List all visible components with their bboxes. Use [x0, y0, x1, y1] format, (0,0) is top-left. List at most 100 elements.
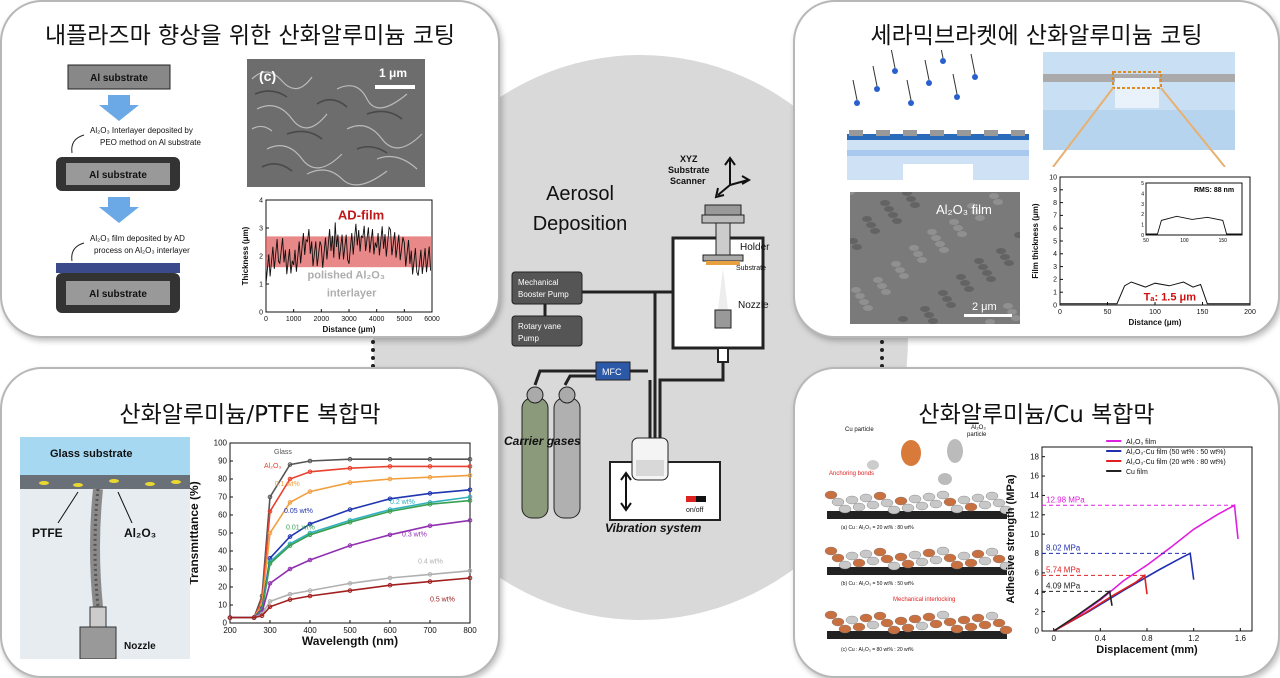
series-marker: [467, 487, 473, 493]
y-tick-label: 40: [218, 547, 227, 556]
grain: [917, 257, 927, 263]
peak-label: 5.74 MPa: [1046, 565, 1081, 574]
grain: [852, 244, 862, 250]
process-flow: Al substrate Al₂O₃ Interlayer deposited …: [56, 64, 201, 313]
y-axis-label: Thickness (μm): [241, 226, 250, 285]
svg-text:Al₂O₃ film: Al₂O₃ film: [936, 202, 992, 217]
x-tick-label: 0.4: [1095, 634, 1107, 643]
series-marker: [287, 462, 293, 467]
svg-text:(c) Cu : Al₂O₃ = 80 wt% : 20 w: (c) Cu : Al₂O₃ = 80 wt% : 20 wt%: [841, 647, 914, 653]
y-tick-label: 2: [1035, 607, 1040, 616]
y-tick-label: 10: [1030, 530, 1039, 539]
particle: [887, 505, 901, 515]
grain: [873, 277, 883, 283]
booster-pump: [511, 271, 583, 305]
panel-plasma-coating: 내플라즈마 향상을 위한 산화알루미늄 코팅 Al substrate Al₂O…: [0, 0, 500, 338]
svg-text:Booster Pump: Booster Pump: [518, 290, 569, 299]
sem-image: (c) 1 μm: [247, 59, 425, 187]
panel-title: 산화알루미늄/PTFE 복합막: [119, 402, 381, 428]
particle: [894, 496, 908, 506]
y-tick-label: 2: [1053, 277, 1057, 284]
y-tick-label: 70: [218, 493, 227, 502]
particle: [992, 618, 1006, 628]
zoom-schematic: [1043, 52, 1235, 167]
x-tick-label: 400: [303, 626, 317, 635]
series-marker: [467, 473, 473, 478]
center-title-b: Deposition: [533, 213, 628, 235]
droplet-line: [924, 59, 930, 81]
series-marker: [467, 456, 473, 462]
particle: [866, 500, 880, 510]
particle: [824, 610, 838, 620]
y-tick-label: 2: [259, 253, 263, 260]
y-tick-label: 20: [218, 583, 227, 592]
series-label: 0.1 wt%: [275, 481, 300, 488]
droplet-line: [952, 73, 958, 95]
x-tick-label: 1000: [286, 316, 302, 323]
x-tick-label: 4000: [369, 316, 385, 323]
series-line: [230, 570, 471, 619]
series-marker: [307, 588, 313, 593]
particle: [852, 558, 866, 568]
svg-text:Rotary vane: Rotary vane: [518, 322, 562, 331]
x-axis-label: Displacement (mm): [1096, 644, 1198, 656]
grain: [866, 222, 876, 228]
x-tick-label: 300: [263, 626, 277, 635]
particle: [880, 554, 894, 564]
xyz-arrows-icon: [714, 156, 752, 199]
y-tick-label: 6: [1035, 569, 1040, 578]
svg-text:Al substrate: Al substrate: [90, 73, 148, 84]
x-tick-label: 150: [1197, 309, 1209, 316]
series-marker: [227, 615, 233, 620]
ptfe-deposition-schematic: Glass substrate PTFE Al₂O₃ Nozzle: [20, 437, 190, 659]
grain: [850, 238, 858, 244]
series-marker: [347, 588, 353, 593]
x-tick-label: 600: [383, 626, 397, 635]
y-tick-label: 4: [1035, 588, 1040, 597]
particle: [838, 560, 852, 570]
series-marker: [387, 476, 393, 482]
grain: [971, 209, 981, 215]
x-axis-label: Distance (μm): [323, 325, 376, 334]
legend-entry: Al₂O₃-Cu film (50 wt% : 50 wt%): [1126, 449, 1226, 456]
series-label: 0.2 wt%: [390, 499, 415, 506]
particle: [950, 560, 964, 570]
droplet: [908, 100, 914, 106]
series-marker: [387, 496, 393, 502]
particle: [824, 546, 838, 556]
y-tick-label: 8: [1035, 549, 1040, 558]
grain: [870, 228, 880, 234]
grain: [978, 264, 988, 270]
y-tick-label: 30: [218, 565, 227, 574]
grain: [902, 192, 912, 196]
grain: [986, 276, 996, 282]
holder-label: Holder: [740, 242, 770, 253]
grain: [957, 231, 967, 237]
x-tick-label: 0: [1051, 634, 1056, 643]
particle: [957, 615, 971, 625]
series-label: 0.05 wt%: [284, 508, 313, 515]
particle: [922, 492, 936, 502]
particle: [950, 624, 964, 634]
cu-particle-schematic: Cu particle Al₂O₃ particle Anchoring bon…: [824, 425, 1013, 653]
y-tick-label: 9: [1053, 187, 1057, 194]
y-tick-label: 10: [218, 601, 227, 610]
particle: [824, 490, 838, 500]
particle: [852, 502, 866, 512]
aerosol-deposition-diagram: Aerosol Deposition XYZ Substrate Scanner…: [504, 154, 770, 535]
substrate-layer: [827, 631, 1007, 639]
gas-cylinders: [521, 386, 581, 519]
svg-text:MFC: MFC: [602, 367, 622, 377]
grain: [880, 200, 890, 206]
particle: [908, 614, 922, 624]
particle: [999, 505, 1013, 515]
grain: [899, 273, 909, 279]
droplet: [972, 74, 978, 80]
particle: [943, 553, 957, 563]
inset-trace: [1146, 215, 1242, 235]
particle: [845, 615, 859, 625]
droplet-line: [970, 53, 976, 75]
svg-text:Al substrate: Al substrate: [89, 289, 147, 300]
particle: [929, 499, 943, 509]
